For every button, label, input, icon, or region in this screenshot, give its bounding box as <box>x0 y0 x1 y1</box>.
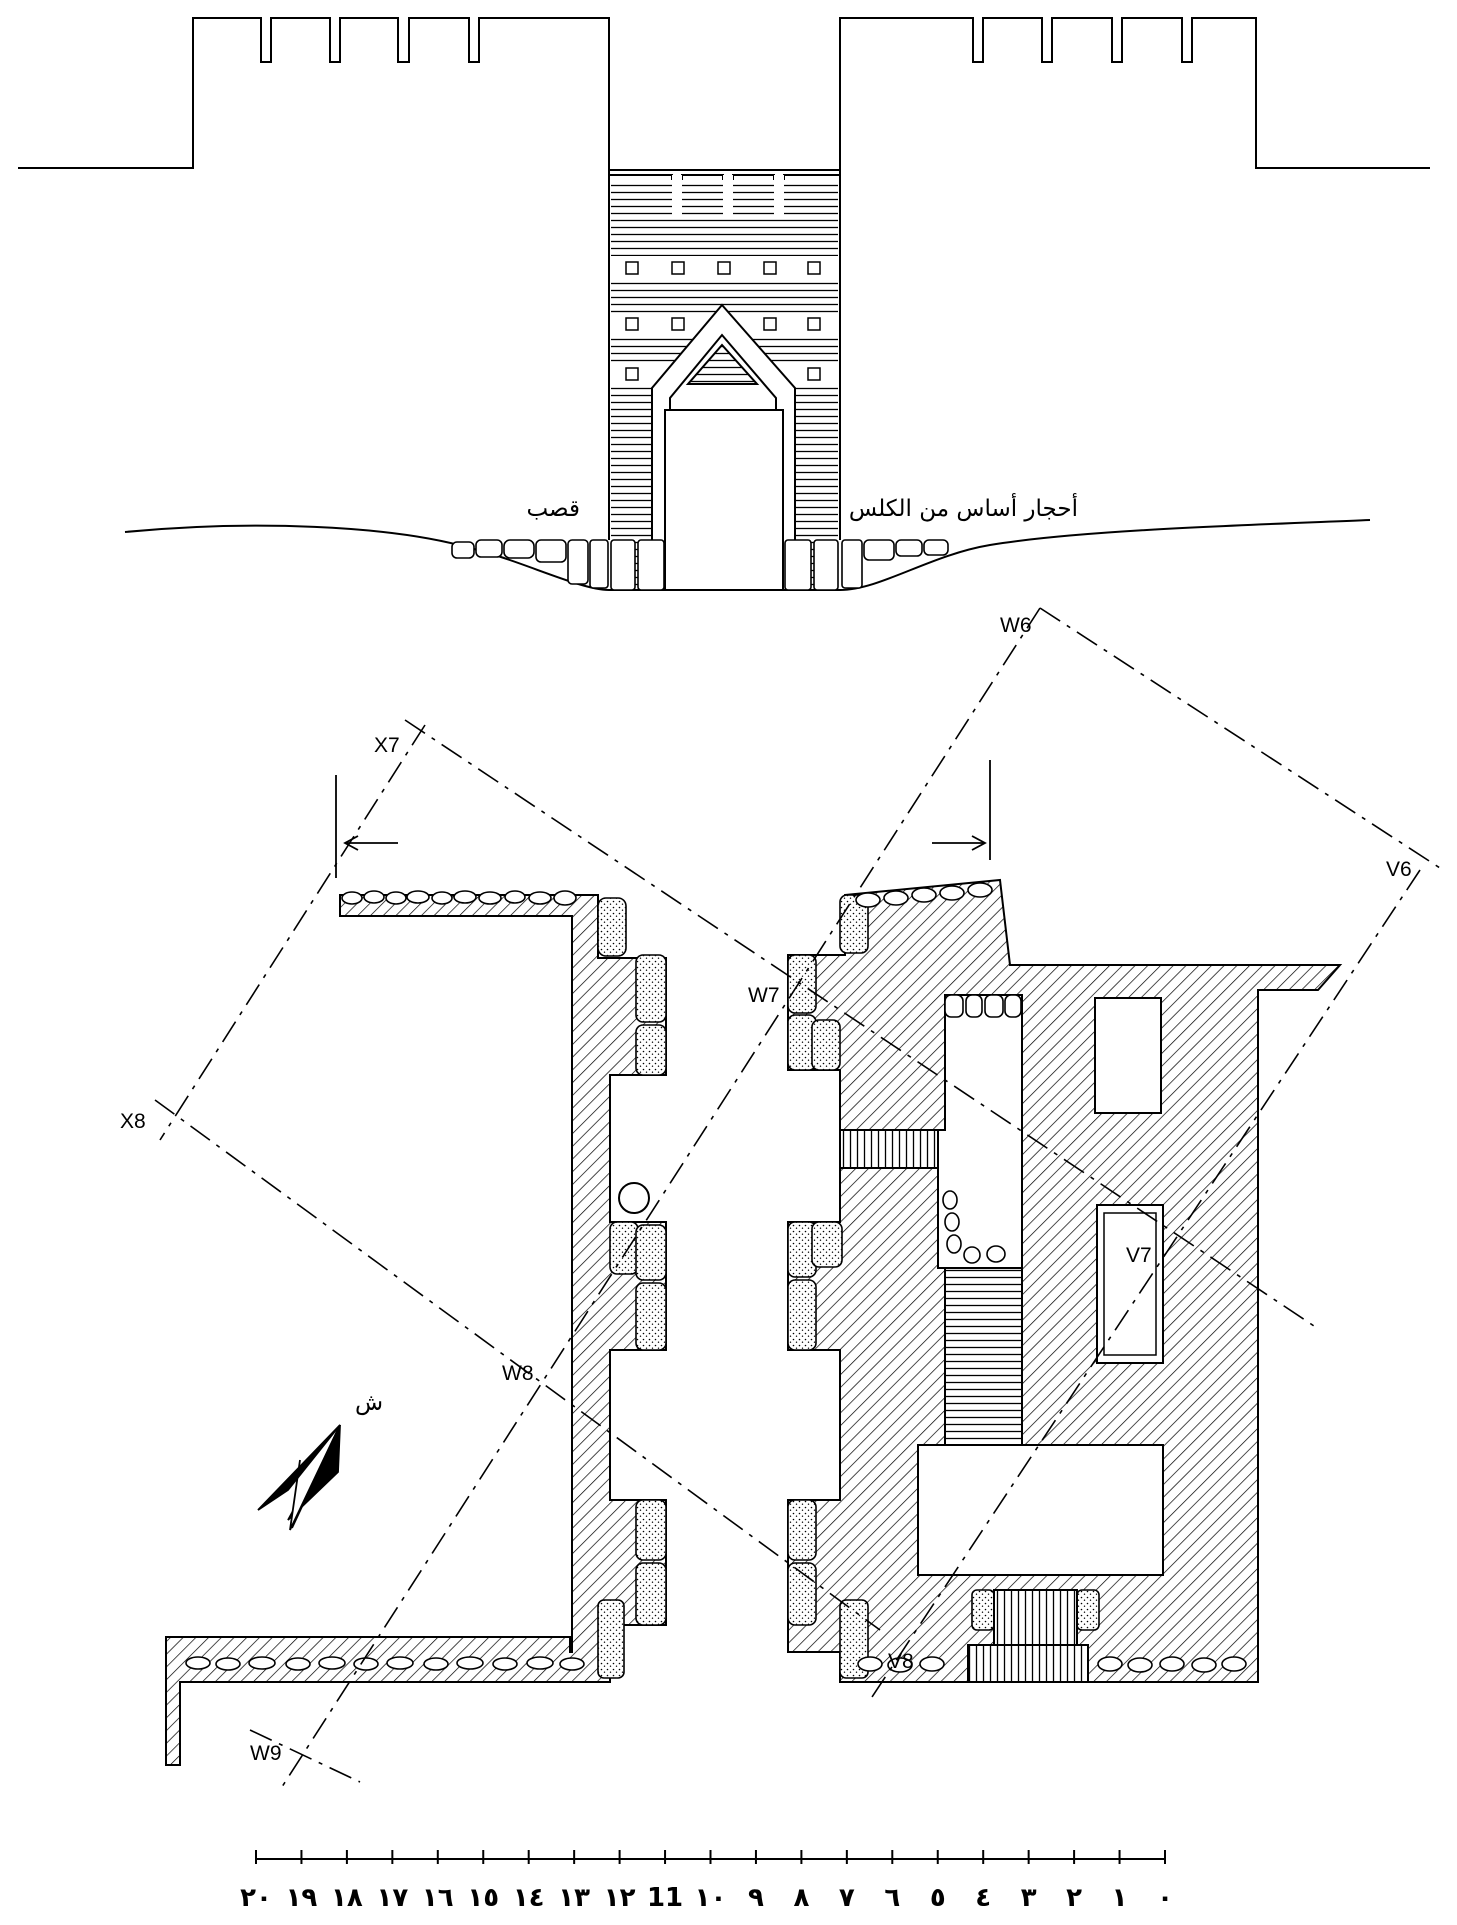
scale-label: ١٧ <box>376 1883 408 1913</box>
north-arrow: ش <box>257 1390 383 1531</box>
scale-label: ٣ <box>1021 1883 1037 1913</box>
section-label-v6: V6 <box>1386 858 1412 881</box>
section-label-v8: V8 <box>888 1650 914 1673</box>
scale-label: ١٢ <box>604 1883 636 1913</box>
section-label-x8: X8 <box>120 1110 146 1133</box>
scale-label: ١٦ <box>422 1883 454 1913</box>
scale-label: ٢٠ <box>240 1883 272 1913</box>
scale-label: ١ <box>1112 1883 1128 1913</box>
scale-label: ٧ <box>839 1883 855 1913</box>
west-stair <box>839 1129 939 1169</box>
scale-label: ١٨ <box>331 1883 363 1913</box>
scale-label: ١٣ <box>558 1883 590 1913</box>
left-wall-top-rubble <box>185 890 585 1671</box>
gateway-opening <box>664 409 784 591</box>
scale-label: ١٠ <box>695 1883 727 1913</box>
scale-label: ٢ <box>1066 1883 1082 1913</box>
right-tower-outline <box>839 17 1430 540</box>
right-room-north <box>1094 997 1162 1114</box>
section-labels: W6 V6 X7 W7 X8 W8 V7 V8 W9 <box>120 614 1412 1765</box>
left-wall-stones <box>597 897 667 1679</box>
left-tower-outline <box>18 17 610 540</box>
scale-label: 11 <box>647 1883 683 1913</box>
gate-elevation: قصب أحجار أساس من الكلس <box>18 17 1430 591</box>
label-limestone-foundation: أحجار أساس من الكلس <box>849 493 1078 522</box>
left-wall-plan <box>165 894 667 1766</box>
section-label-x7: X7 <box>374 734 400 757</box>
scale-label: ٠ <box>1157 1883 1173 1913</box>
right-room-south <box>917 1444 1164 1576</box>
well-circle <box>618 1182 650 1214</box>
section-label-w9: W9 <box>250 1742 282 1765</box>
section-label-w6: W6 <box>1000 614 1032 637</box>
gate-width-dimension <box>335 760 991 878</box>
scale-label: ٩ <box>748 1883 764 1913</box>
south-threshold <box>993 1589 1078 1651</box>
ground-line <box>124 519 1371 591</box>
corridor-steps <box>944 1267 1023 1446</box>
scale-label: ٤ <box>975 1883 991 1913</box>
scale-label: ١٥ <box>467 1883 499 1913</box>
scale-label: ٥ <box>930 1883 946 1913</box>
section-label-v7: V7 <box>1126 1244 1152 1267</box>
label-reed: قصب <box>526 496 580 522</box>
scale-label: ٨ <box>793 1883 809 1913</box>
north-label: ش <box>355 1390 383 1416</box>
section-lines <box>154 607 1441 1791</box>
section-label-w7: W7 <box>748 984 780 1007</box>
scale-label: ١٩ <box>286 1883 318 1913</box>
gable-louver <box>685 343 760 385</box>
scale-label: ١٤ <box>513 1883 545 1913</box>
foundation-stones <box>451 539 949 591</box>
gate-plan: W6 V6 X7 W7 X8 W8 V7 V8 W9 ش <box>120 607 1441 1791</box>
scale-label: ٦ <box>884 1883 900 1913</box>
right-wall-rubble <box>855 882 1247 1673</box>
section-label-w8: W8 <box>502 1362 534 1385</box>
